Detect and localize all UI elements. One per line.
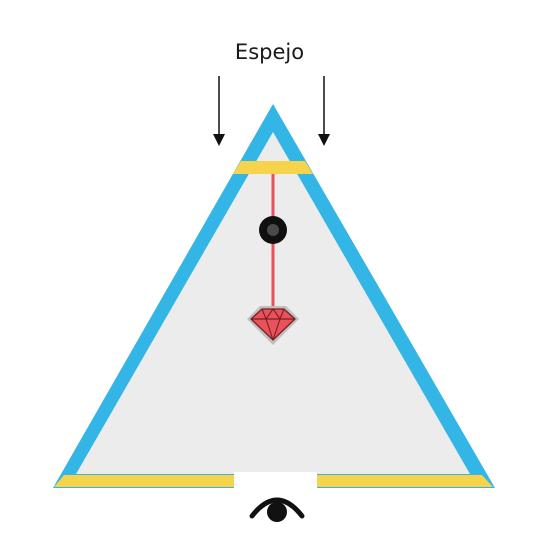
bottom-opening <box>234 472 317 490</box>
bottom-mirror-right[interactable] <box>317 475 493 487</box>
ball-icon[interactable] <box>259 216 287 244</box>
mirror-caption: Espejo <box>234 40 305 64</box>
top-mirror[interactable] <box>233 161 313 174</box>
eye-icon[interactable] <box>249 497 305 522</box>
gem-icon[interactable] <box>247 306 299 345</box>
bottom-mirror-left[interactable] <box>54 475 234 487</box>
